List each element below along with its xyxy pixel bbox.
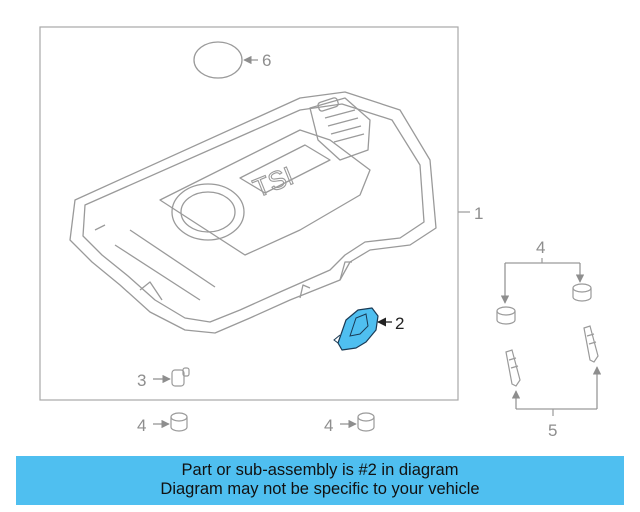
pin-part-right[interactable] [583,325,599,363]
grommet-part-right-a[interactable] [496,306,516,325]
callout-4-bottom-mid: 4 [324,416,333,435]
cap-part[interactable] [193,41,243,79]
bracket-part-highlighted[interactable] [333,307,379,351]
grommet-part-right-b[interactable] [572,283,592,302]
callout-6: 6 [262,51,271,70]
parts-diagram: TSI 6 2 3 4 4 4 [39,26,602,440]
callout-5: 5 [548,421,557,440]
callout-4-top: 4 [536,238,545,257]
assembly-frame [39,26,459,401]
banner-line-1: Part or sub-assembly is #2 in diagram [181,461,459,479]
sensor-part[interactable] [171,367,190,387]
callout-4-bottom-left: 4 [137,416,146,435]
callout-2: 2 [395,314,404,333]
callout-3: 3 [137,371,146,390]
grommet-part-middle[interactable] [357,412,375,432]
banner-line-2: Diagram may not be specific to your vehi… [160,480,480,498]
grommet-part-left[interactable] [170,412,188,432]
tsi-emblem: TSI [249,160,298,203]
pin-part-left[interactable] [505,349,521,387]
callout-1: 1 [474,204,483,223]
info-banner: Part or sub-assembly is #2 in diagram Di… [16,456,624,505]
engine-cover-part[interactable] [69,91,437,334]
